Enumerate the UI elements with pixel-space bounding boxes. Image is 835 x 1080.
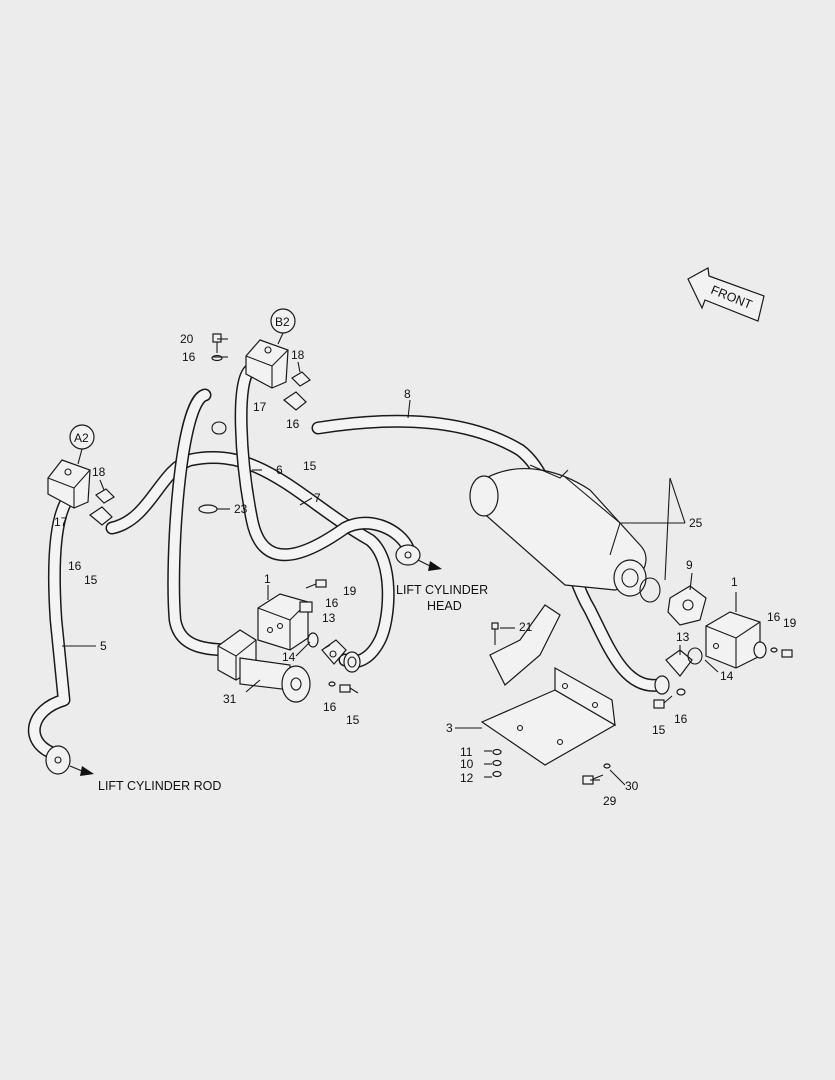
callout-31: 31 (223, 692, 237, 706)
callout-14: 14 (282, 650, 296, 664)
pipe-end-head (395, 544, 421, 566)
callout-b2: B2 (270, 308, 296, 345)
callout-18: 18 (92, 465, 106, 479)
callout-16: 16 (68, 559, 82, 573)
bracket-21 (489, 604, 561, 686)
callout-16: 16 (325, 596, 339, 610)
callout-6: 6 (276, 463, 283, 477)
callout-9: 9 (686, 558, 693, 572)
bolt-20 (211, 333, 227, 435)
callout-16: 16 (323, 700, 337, 714)
callout-30: 30 (625, 779, 639, 793)
fitting-center (343, 651, 361, 673)
bolt-15-right (653, 688, 686, 709)
hose-8-end-fitting (654, 675, 670, 695)
washers-10-11-12 (492, 748, 502, 778)
callout-15: 15 (652, 723, 666, 737)
callout-21: 21 (519, 620, 533, 634)
callout-16: 16 (674, 712, 688, 726)
callout-7: 7 (314, 491, 321, 505)
callout-19: 19 (783, 616, 797, 630)
callout-1: 1 (731, 575, 738, 589)
callout-5: 5 (100, 639, 107, 653)
base-plate-3 (480, 666, 617, 766)
lift-cylinder-rod-arrow: LIFT CYLINDER ROD (69, 765, 221, 793)
part-callouts: 20 16 23 6 7 8 18 17 16 15 18 17 16 15 5… (54, 332, 797, 808)
callout-11: 11 (460, 745, 473, 759)
bolt-19-left (305, 579, 327, 589)
b2-label: B2 (275, 315, 290, 329)
leader-lines (62, 338, 737, 786)
manifold-31 (217, 629, 311, 703)
lift-cylinder-head-label-2: HEAD (427, 599, 462, 613)
bolt-29 (582, 763, 611, 785)
callout-16: 16 (182, 350, 196, 364)
callout-14: 14 (720, 669, 734, 683)
callout-20: 20 (180, 332, 194, 346)
callout-16: 16 (286, 417, 300, 431)
callout-12: 12 (460, 771, 474, 785)
callout-18: 18 (291, 348, 305, 362)
callout-19: 19 (343, 584, 357, 598)
o-ring-23 (198, 504, 218, 514)
accumulator-25 (469, 464, 661, 603)
callout-23: 23 (234, 502, 248, 516)
callout-17: 17 (253, 400, 267, 414)
callout-16: 16 (767, 610, 781, 624)
callout-1: 1 (264, 572, 271, 586)
callout-8: 8 (404, 387, 411, 401)
pipe-5 (27, 487, 79, 759)
valve-block-a2 (47, 459, 115, 526)
callout-3: 3 (446, 721, 453, 735)
callout-15: 15 (303, 459, 317, 473)
callout-10: 10 (460, 757, 474, 771)
lift-cylinder-rod-label: LIFT CYLINDER ROD (98, 779, 221, 793)
pipe-7 (105, 451, 395, 669)
pipe-31-tube (167, 388, 247, 657)
callout-17: 17 (54, 515, 68, 529)
bolt-15-left (328, 681, 359, 694)
cylinder-block-1-right (705, 611, 793, 669)
callout-13: 13 (676, 630, 690, 644)
front-direction-arrow: FRONT (687, 267, 765, 322)
lift-cylinder-head-label-1: LIFT CYLINDER (396, 583, 488, 597)
cylinder-block-1-left (257, 593, 319, 651)
a2-label: A2 (74, 431, 89, 445)
callout-25: 25 (689, 516, 703, 530)
valve-block-b2 (245, 339, 311, 411)
callout-29: 29 (603, 794, 617, 808)
lift-cylinder-head-arrow: LIFT CYLINDER HEAD (396, 559, 488, 613)
callout-15: 15 (84, 573, 98, 587)
callout-15: 15 (346, 713, 360, 727)
callout-a2: A2 (69, 424, 95, 465)
callout-13: 13 (322, 611, 336, 625)
flange-13-right (665, 647, 703, 677)
pipe-6 (234, 363, 415, 562)
flange-9 (667, 585, 707, 626)
pipe-end-rod (45, 745, 71, 775)
